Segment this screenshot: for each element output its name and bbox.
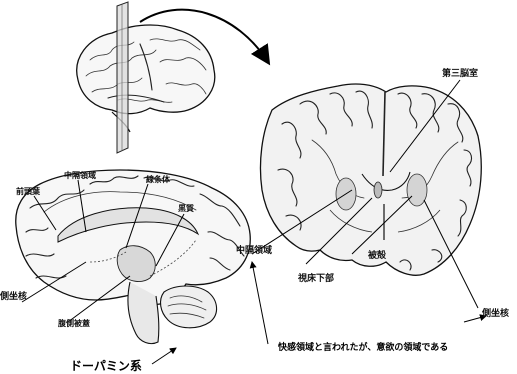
coronal-plane (117, 2, 128, 153)
label-putamen: 被殻 (368, 249, 387, 261)
label-corpus-striatum: 線条体 (146, 174, 171, 184)
lateral-brain-view (77, 25, 215, 132)
label-nucleus-accumbens-left: 側坐核 (0, 290, 27, 302)
coronal-section (260, 84, 481, 275)
label-substantia-nigra: 黒質 (178, 203, 194, 213)
label-septal-area-right: 中隔領域 (236, 244, 272, 256)
caption: 快感領域と言われたが、意欲の領域である (278, 341, 448, 353)
label-frontal-lobe: 前頭葉 (16, 186, 41, 196)
label-dopamine-system: ドーパミン系 (70, 358, 142, 373)
label-septal-area-top: 中隔領域 (64, 170, 96, 180)
sagittal-section (16, 170, 251, 344)
label-nucleus-accumbens-right: 側坐核 (481, 307, 509, 319)
label-ventral-tegmental: 腹側被蓋 (57, 318, 90, 328)
label-hypothalamus: 視床下部 (297, 272, 334, 284)
label-third-ventricle: 第三脳室 (442, 67, 478, 79)
